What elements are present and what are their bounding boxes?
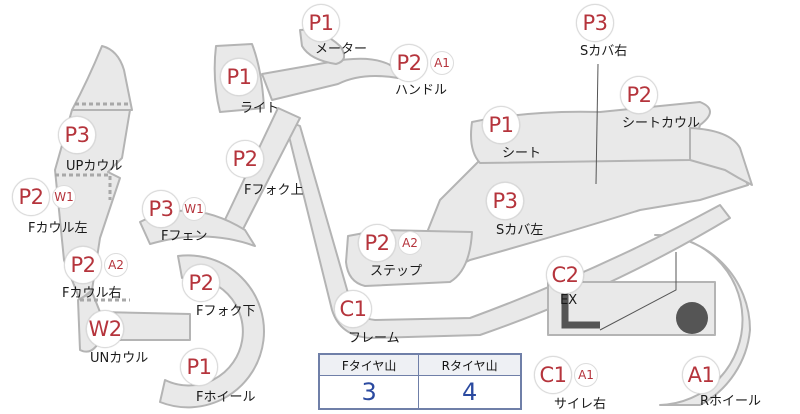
part-silencer-right[interactable]: C1 A1 — [534, 356, 598, 394]
grade-badge: P2 — [358, 224, 396, 262]
grade-badge: P2 — [620, 76, 658, 114]
handle-shape — [261, 57, 399, 101]
grade-badge: C2 — [546, 256, 584, 294]
part-label-f-fork-lower: Fフォク下 — [196, 304, 256, 319]
part-label-meter: メーター — [315, 42, 368, 57]
part-up-cowl[interactable]: P3 — [58, 116, 96, 154]
part-step[interactable]: P2 A2 — [358, 224, 422, 262]
exhaust-leader — [599, 252, 677, 331]
front-wheel-shape — [159, 254, 265, 409]
part-label-s-cover-left: Sカバ左 — [496, 223, 544, 238]
front-tread-header: Fタイヤ山 — [318, 353, 420, 376]
part-f-cowl-right[interactable]: P2 A2 — [64, 246, 128, 284]
damage-badge: A2 — [104, 253, 128, 277]
exhaust-pipe-shape — [561, 290, 600, 329]
part-label-f-cowl-left: Fカウル左 — [28, 221, 88, 236]
part-label-s-cover-right: Sカバ右 — [580, 44, 628, 59]
grade-badge: P1 — [180, 348, 218, 386]
grade-badge: P1 — [302, 4, 340, 42]
grade-badge: P2 — [12, 178, 50, 216]
grade-badge: P3 — [486, 182, 524, 220]
grade-badge: P1 — [220, 58, 258, 96]
grade-badge: C1 — [334, 290, 372, 328]
grade-badge: P2 — [64, 246, 102, 284]
part-label-step: ステップ — [370, 264, 423, 279]
grade-badge: P3 — [142, 190, 180, 228]
rear-tread-value: 4 — [418, 375, 522, 410]
part-f-fork-upper[interactable]: P2 — [226, 140, 264, 178]
part-label-seat-cowl: シートカウル — [622, 116, 701, 131]
part-label-light: ライト — [240, 101, 280, 116]
part-label-seat: シート — [502, 146, 542, 161]
part-label-up-cowl: UPカウル — [66, 159, 123, 174]
part-exhaust[interactable]: C2 — [546, 256, 584, 294]
damage-badge: W1 — [52, 185, 76, 209]
frame-shape — [284, 119, 731, 339]
grade-badge: P2 — [226, 140, 264, 178]
part-label-handle: ハンドル — [395, 83, 448, 98]
part-un-cowl[interactable]: W2 — [86, 310, 124, 348]
grade-badge: W2 — [86, 310, 124, 348]
seat-cowl-tail-shape — [689, 127, 753, 186]
seat-shape — [470, 101, 711, 164]
grade-badge: A1 — [682, 356, 720, 394]
grade-badge: P3 — [58, 116, 96, 154]
grade-badge: P3 — [576, 4, 614, 42]
part-s-cover-left[interactable]: P3 — [486, 182, 524, 220]
part-label-f-fork-upper: Fフォク上 — [244, 183, 304, 198]
damage-badge: A1 — [430, 51, 454, 75]
tire-tread-table: Fタイヤ山 Rタイヤ山 3 4 — [318, 353, 522, 410]
part-label-un-cowl: UNカウル — [90, 351, 149, 366]
grade-badge: P1 — [482, 106, 520, 144]
part-handle[interactable]: P2 A1 — [390, 44, 454, 82]
rear-hub-shape — [676, 302, 708, 334]
grade-badge: C1 — [534, 356, 572, 394]
damage-badge: W1 — [182, 197, 206, 221]
leg-shield-shape — [71, 45, 133, 111]
part-frame[interactable]: C1 — [334, 290, 372, 328]
grade-badge: P2 — [390, 44, 428, 82]
part-f-fork-lower[interactable]: P2 — [182, 264, 220, 302]
part-label-f-cowl-right: Fカウル右 — [62, 286, 122, 301]
part-label-f-fender: Fフェン — [161, 229, 208, 244]
cowl-division — [55, 173, 112, 200]
part-label-exhaust: EX — [560, 293, 578, 308]
part-seat[interactable]: P1 — [482, 106, 520, 144]
part-s-cover-right[interactable]: P3 — [576, 4, 614, 42]
part-f-cowl-left[interactable]: P2 W1 — [12, 178, 76, 216]
s-cover-right-leader — [595, 63, 599, 185]
part-seat-cowl[interactable]: P2 — [620, 76, 658, 114]
part-r-wheel[interactable]: A1 — [682, 356, 720, 394]
front-tread-value: 3 — [318, 375, 420, 410]
part-label-silencer-right: サイレ右 — [554, 397, 607, 412]
part-label-r-wheel: Rホイール — [700, 394, 762, 409]
part-light[interactable]: P1 — [220, 58, 258, 96]
damage-badge: A2 — [398, 231, 422, 255]
rear-tire-shape — [654, 233, 751, 406]
part-f-fender[interactable]: P3 W1 — [142, 190, 206, 228]
part-f-wheel[interactable]: P1 — [180, 348, 218, 386]
part-label-frame: フレーム — [348, 331, 400, 346]
part-meter[interactable]: P1 — [302, 4, 340, 42]
grade-badge: P2 — [182, 264, 220, 302]
part-label-f-wheel: Fホイール — [196, 390, 256, 405]
damage-badge: A1 — [574, 363, 598, 387]
rear-tread-header: Rタイヤ山 — [418, 353, 522, 376]
